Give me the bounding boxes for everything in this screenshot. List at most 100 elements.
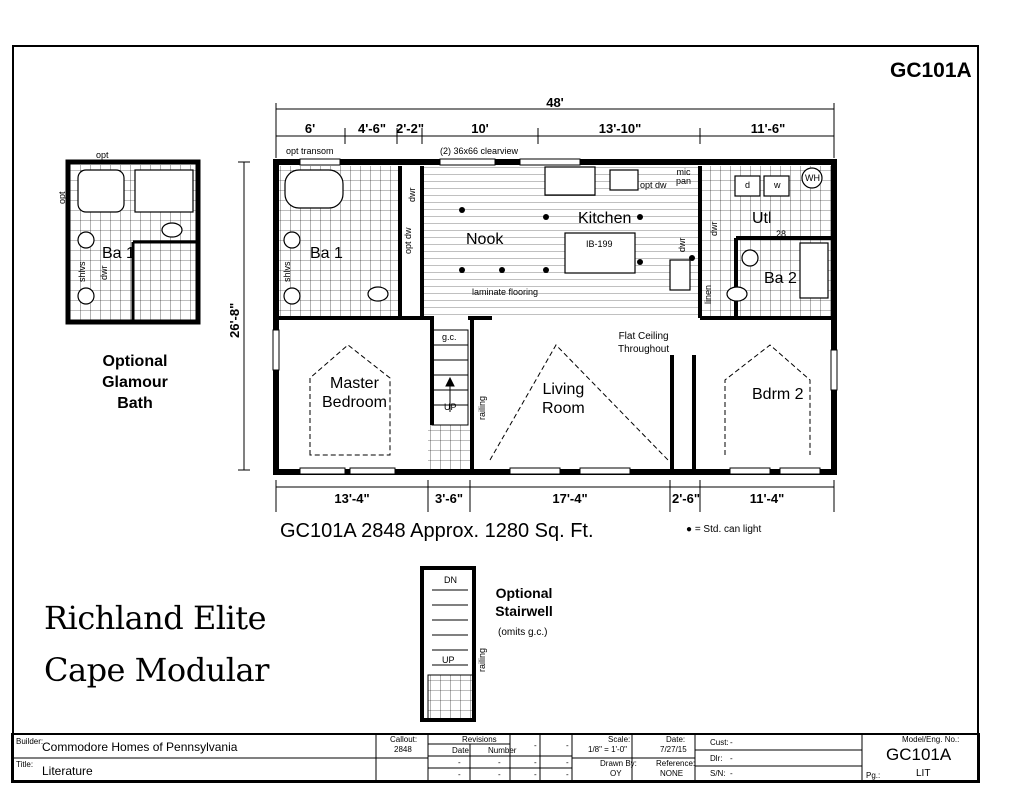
- note-drawers-2: dwr: [677, 237, 687, 252]
- dimension-lines: [238, 103, 835, 512]
- room-ba1: Ba 1: [310, 245, 343, 262]
- kitchen-island: [564, 232, 636, 274]
- dim-bottom-1: 3'-6": [434, 491, 464, 506]
- dim-bottom-4: 11'-4": [749, 491, 785, 506]
- tb-builder-label: Builder:: [16, 737, 44, 746]
- note-dryer: d: [745, 180, 751, 190]
- note-opt-top: opt: [96, 150, 109, 160]
- tb-model-label: Model/Eng. No.:: [902, 735, 960, 744]
- note-water-heater: WH: [805, 173, 820, 183]
- tb-dlr-label: Dlr:: [710, 754, 723, 763]
- tb-dot-10: -: [566, 770, 569, 779]
- dim-top-5: 11'-6": [750, 121, 786, 136]
- note-opt-dw: opt dw: [640, 180, 667, 190]
- tb-date-label: Date: [452, 746, 469, 755]
- tb-pg-label: Pg.:: [866, 771, 881, 780]
- room-nook: Nook: [466, 231, 504, 248]
- note-railing-2: railing: [477, 647, 487, 672]
- tb-cust-label: Cust:: [710, 738, 729, 747]
- tb-sn-label: S/N:: [710, 769, 726, 778]
- tb-scale: 1/8" = 1'-0": [588, 745, 628, 754]
- title-block-grid: [11, 733, 980, 783]
- tb-scale-label: Scale:: [608, 735, 631, 744]
- note-opt-side: opt: [57, 191, 67, 204]
- kitchen-fixtures: [544, 166, 691, 291]
- note-stair-up: UP: [444, 402, 457, 412]
- dim-bottom-2: 17'-4": [552, 491, 588, 506]
- tb-pg: LIT: [916, 768, 931, 779]
- stairs: [431, 329, 469, 426]
- dim-top-3: 10': [471, 121, 489, 136]
- note-gc: g.c.: [442, 332, 457, 342]
- plan-headline: GC101A 2848 Approx. 1280 Sq. Ft.: [280, 520, 594, 542]
- note-stair-dn: DN: [444, 575, 457, 585]
- tb-revisions-label: Revisions: [462, 735, 497, 744]
- brand-line-2: Cape Modular: [44, 651, 269, 689]
- tb-dot-3: -: [458, 770, 461, 779]
- sink: [609, 169, 639, 191]
- tb-reference-label: Reference:: [656, 759, 696, 768]
- tb-title: Literature: [42, 764, 93, 778]
- stair-landing-tile: [428, 425, 473, 470]
- note-drawers-3: dwr: [709, 221, 719, 236]
- tb-date2: 7/27/15: [660, 745, 687, 754]
- note-shelves: shlvs: [282, 261, 292, 282]
- omits-gc-note: (omits g.c.): [498, 627, 548, 638]
- note-opt-transom: opt transom: [286, 146, 334, 156]
- glamour-bath-inner: [131, 240, 198, 320]
- range: [669, 259, 691, 291]
- glamour-bath-walls: [65, 159, 201, 325]
- tb-title-label: Title:: [16, 760, 34, 769]
- tb-number-label: Number: [488, 746, 517, 755]
- optional-stairwell: [420, 566, 476, 722]
- counter: [544, 166, 596, 196]
- brand-line-1: Richland Elite: [44, 599, 267, 637]
- title-block: Builder: Commodore Homes of Pennsylvania…: [12, 734, 979, 782]
- tb-dot-4: -: [498, 770, 501, 779]
- tb-dlr: -: [730, 754, 733, 763]
- room-kitchen: Kitchen: [578, 210, 632, 227]
- tb-sn: -: [730, 769, 733, 778]
- dim-top-4: 13'-10": [598, 121, 642, 136]
- tb-model: GC101A: [886, 745, 952, 764]
- dim-top-1: 4'-6": [357, 121, 387, 136]
- note-opt-dw-vertical: opt dw: [403, 227, 413, 254]
- room-bdrm2: Bdrm 2: [752, 386, 804, 403]
- model-number-top: GC101A: [890, 59, 972, 82]
- room-ba1-glamour: Ba 1: [102, 245, 135, 262]
- tb-dot-9: -: [534, 770, 537, 779]
- note-drawers-glamour: dwr: [99, 265, 109, 280]
- dim-top-0: 6': [304, 121, 316, 136]
- note-shelves-glamour: shlvs: [77, 261, 87, 282]
- tb-date2-label: Date:: [666, 735, 686, 744]
- optional-glamour-bath-label: Optional Glamour Bath: [102, 353, 168, 412]
- interior-walls: [274, 166, 834, 472]
- dim-bottom-3: 2'-6": [671, 491, 701, 506]
- tb-builder: Commodore Homes of Pennsylvania: [42, 740, 238, 754]
- tb-dot-7: -: [534, 758, 537, 767]
- can-lights: [459, 207, 695, 273]
- optional-stairwell-label: Optional Stairwell: [495, 585, 553, 620]
- tb-dot-1: -: [458, 758, 461, 767]
- note-clearview: (2) 36x66 clearview: [440, 146, 519, 156]
- dim-bottom-0: 13'-4": [334, 491, 370, 506]
- note-drawers-1: dwr: [407, 187, 417, 202]
- note-railing: railing: [477, 395, 487, 420]
- tb-drawn-label: Drawn By:: [600, 759, 637, 768]
- note-island-model: IB-199: [586, 239, 613, 249]
- tb-dot-5: -: [534, 741, 537, 750]
- tb-dot-6: -: [566, 741, 569, 750]
- tb-cust: -: [730, 738, 733, 747]
- room-utl: Utl: [752, 210, 772, 227]
- tb-reference: NONE: [660, 769, 684, 778]
- tb-drawn: OY: [610, 769, 622, 778]
- vaulted-ceiling-lines: [309, 344, 811, 461]
- note-washer: w: [774, 180, 781, 190]
- tb-dot-2: -: [498, 758, 501, 767]
- note-laminate-flooring: laminate flooring: [472, 287, 539, 297]
